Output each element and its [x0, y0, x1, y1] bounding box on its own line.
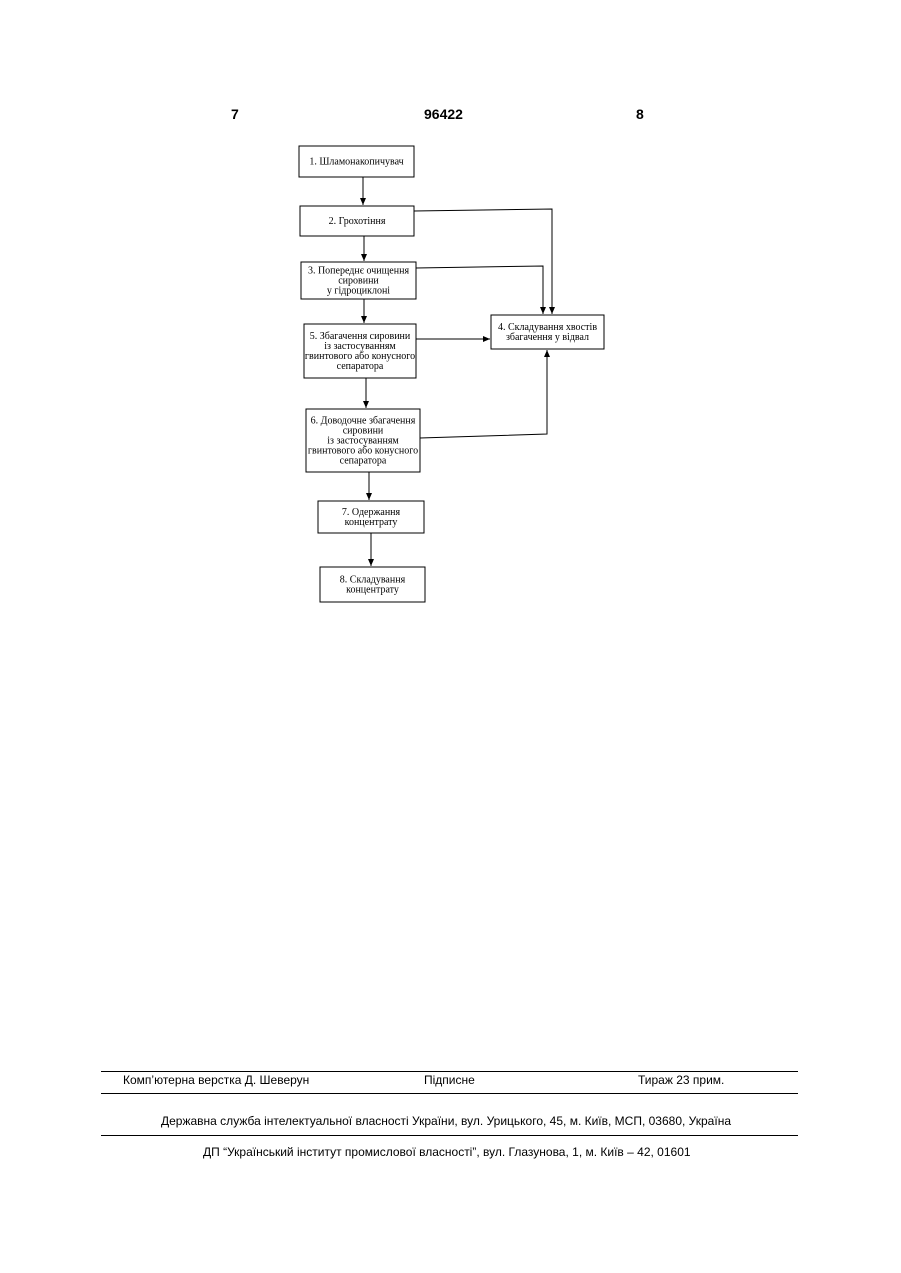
flowchart-box-4-line: збагачення у відвал — [506, 332, 589, 343]
flowchart-box-7: 7. Одержанняконцентрату — [318, 501, 424, 533]
flowchart-box-3: 3. Попереднє очищеннясировиниу гідроцикл… — [301, 262, 416, 299]
footer-rule-top — [101, 1071, 798, 1072]
footer-rule-bottom — [101, 1135, 798, 1136]
footer-agency: Державна служба інтелектуальної власност… — [161, 1114, 731, 1128]
flowchart-box-1-line: 1. Шламонакопичувач — [309, 157, 403, 168]
flowchart-box-8: 8. Складуванняконцентрату — [320, 567, 425, 602]
flowchart-box-5-line: сепаратора — [337, 361, 384, 372]
process-flowchart: 1. Шламонакопичувач 2. Грохотіння 3. Попер… — [0, 0, 901, 640]
flowchart-arrow — [420, 350, 547, 438]
flowchart-box-3-line: у гідроциклоні — [327, 286, 390, 297]
flowchart-arrow — [416, 266, 543, 314]
footer-institute: ДП “Український інститут промислової вла… — [203, 1145, 691, 1159]
flowchart-box-6: 6. Доводочне збагаченнясировиниіз застос… — [306, 409, 420, 472]
flowchart-box-2: 2. Грохотіння — [300, 206, 414, 236]
flowchart-arrow — [414, 209, 552, 314]
footer-circulation: Тираж 23 прим. — [638, 1073, 724, 1087]
flowchart-box-8-line: концентрату — [346, 585, 399, 596]
flowchart-box-1: 1. Шламонакопичувач — [299, 146, 414, 177]
flowchart-box-6-line: сепаратора — [340, 456, 387, 467]
flowchart-box-2-line: 2. Грохотіння — [329, 216, 386, 227]
flowchart-box-5: 5. Збагачення сировиниіз застосуваннямгв… — [304, 324, 416, 378]
footer-typesetting: Комп’ютерна верстка Д. Шеверун — [123, 1073, 309, 1087]
footer-signed: Підписне — [424, 1073, 475, 1087]
flowchart-box-4: 4. Складування хвостівзбагачення у відва… — [491, 315, 604, 349]
flowchart-box-7-line: концентрату — [345, 517, 398, 528]
footer-rule-middle — [101, 1093, 798, 1094]
